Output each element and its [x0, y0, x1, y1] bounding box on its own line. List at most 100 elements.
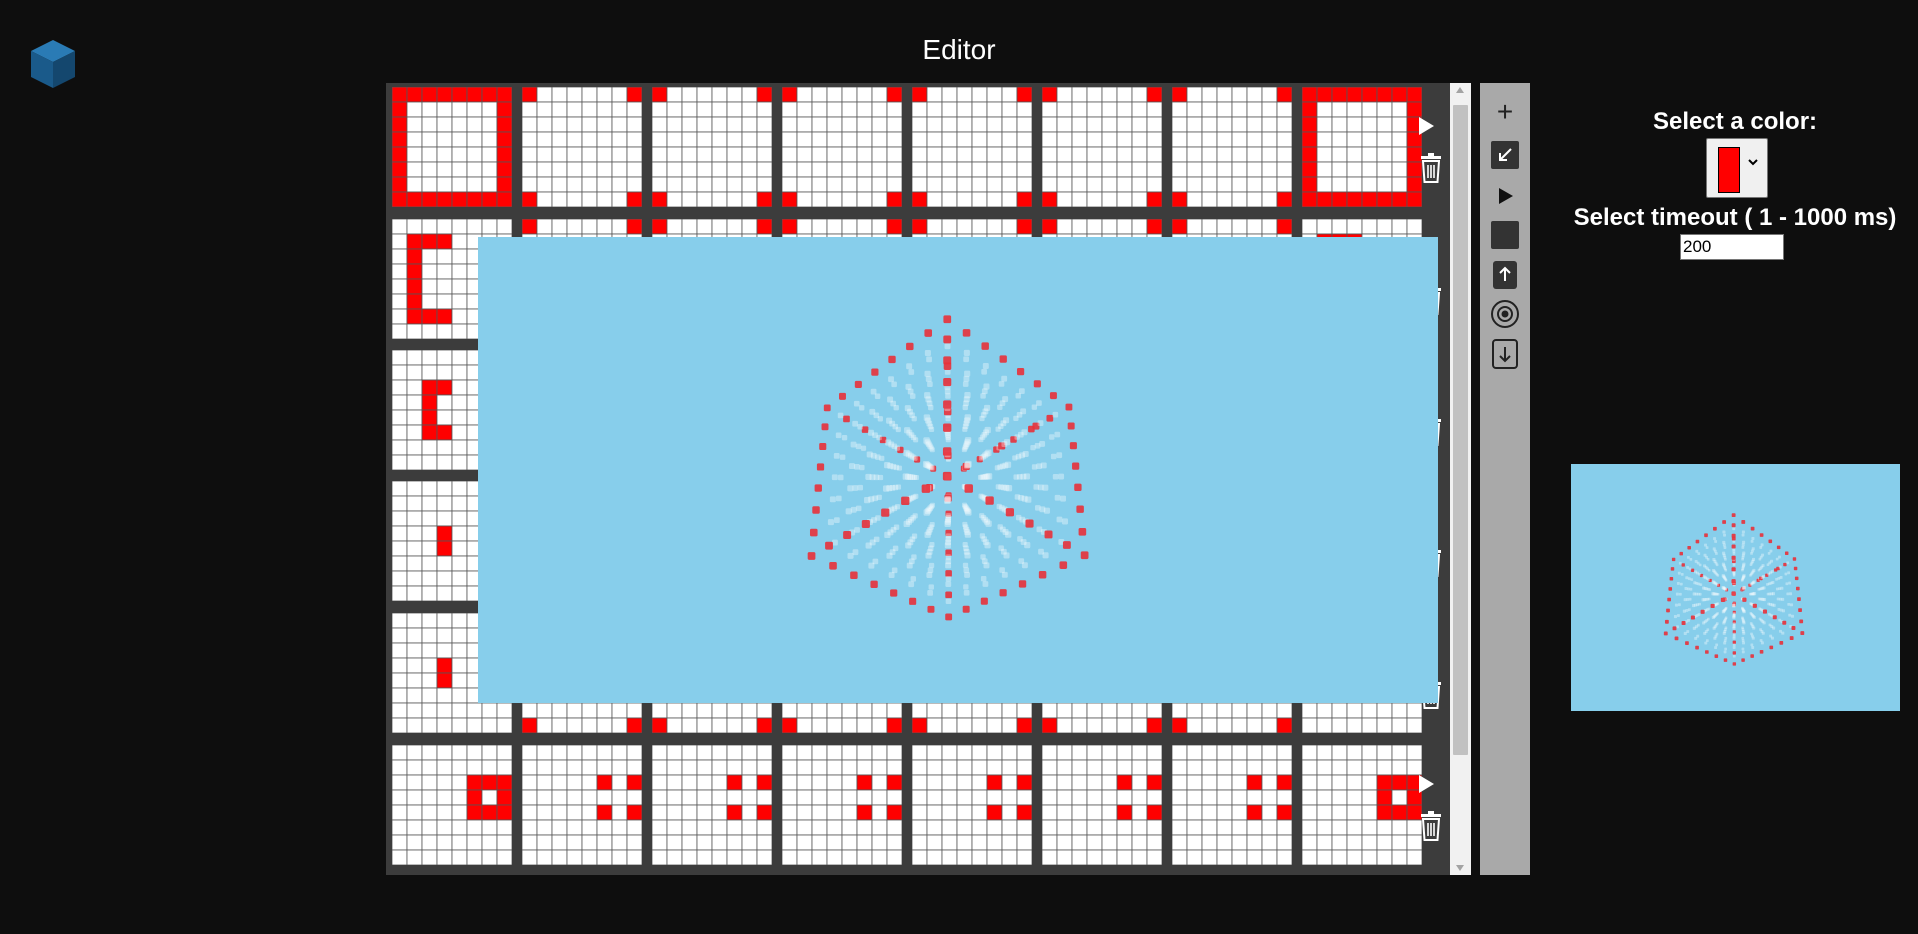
led-cell[interactable] — [886, 219, 902, 235]
led-cell[interactable] — [1261, 717, 1278, 733]
led-cell[interactable] — [696, 161, 713, 178]
led-cell[interactable] — [1086, 702, 1103, 719]
led-cell[interactable] — [1131, 774, 1148, 791]
led-cell[interactable] — [826, 717, 843, 733]
led-cell[interactable] — [756, 804, 772, 821]
led-cell[interactable] — [1316, 759, 1333, 776]
led-cell[interactable] — [1172, 219, 1188, 235]
led-cell[interactable] — [1016, 745, 1032, 761]
led-cell[interactable] — [886, 717, 902, 733]
led-cell[interactable] — [1056, 219, 1073, 235]
led-cell[interactable] — [782, 804, 798, 821]
led-cell[interactable] — [421, 146, 438, 163]
led-cell[interactable] — [1406, 717, 1422, 733]
led-cell[interactable] — [811, 745, 828, 761]
led-cell[interactable] — [1376, 176, 1393, 193]
led-cell[interactable] — [856, 849, 873, 865]
led-cell[interactable] — [1376, 116, 1393, 133]
led-cell[interactable] — [406, 116, 423, 133]
led-cell[interactable] — [1146, 219, 1162, 235]
led-cell[interactable] — [971, 717, 988, 733]
led-cell[interactable] — [1071, 759, 1088, 776]
led-cell[interactable] — [756, 717, 772, 733]
led-cell[interactable] — [451, 219, 468, 235]
led-cell[interactable] — [421, 278, 438, 295]
led-cell[interactable] — [1172, 702, 1188, 719]
led-cell[interactable] — [421, 87, 438, 103]
led-cell[interactable] — [1042, 101, 1058, 118]
led-cell[interactable] — [1186, 702, 1203, 719]
led-cell[interactable] — [436, 481, 453, 497]
led-cell[interactable] — [1261, 849, 1278, 865]
led-cell[interactable] — [566, 161, 583, 178]
led-cell[interactable] — [1071, 789, 1088, 806]
led-cell[interactable] — [681, 191, 698, 207]
led-cell[interactable] — [1146, 191, 1162, 207]
led-cell[interactable] — [406, 849, 423, 865]
led-cell[interactable] — [926, 759, 943, 776]
frame-grid[interactable] — [392, 745, 512, 865]
led-cell[interactable] — [1101, 131, 1118, 148]
led-cell[interactable] — [841, 702, 858, 719]
led-cell[interactable] — [1216, 131, 1233, 148]
led-cell[interactable] — [986, 191, 1003, 207]
led-cell[interactable] — [522, 131, 538, 148]
led-cell[interactable] — [1172, 101, 1188, 118]
led-cell[interactable] — [496, 759, 512, 776]
led-cell[interactable] — [551, 191, 568, 207]
led-cell[interactable] — [566, 717, 583, 733]
led-cell[interactable] — [912, 87, 928, 103]
led-cell[interactable] — [741, 146, 758, 163]
led-cell[interactable] — [1042, 834, 1058, 851]
led-cell[interactable] — [1201, 702, 1218, 719]
led-cell[interactable] — [926, 161, 943, 178]
led-cell[interactable] — [566, 87, 583, 103]
led-cell[interactable] — [406, 233, 423, 250]
led-cell[interactable] — [451, 804, 468, 821]
led-cell[interactable] — [1261, 759, 1278, 776]
led-cell[interactable] — [1376, 774, 1393, 791]
led-cell[interactable] — [421, 804, 438, 821]
led-cell[interactable] — [956, 834, 973, 851]
led-cell[interactable] — [1316, 116, 1333, 133]
led-cell[interactable] — [1246, 849, 1263, 865]
led-cell[interactable] — [596, 191, 613, 207]
led-cell[interactable] — [451, 87, 468, 103]
led-cell[interactable] — [1071, 834, 1088, 851]
led-cell[interactable] — [481, 161, 498, 178]
led-cell[interactable] — [1131, 146, 1148, 163]
led-cell[interactable] — [1101, 819, 1118, 836]
led-cell[interactable] — [741, 702, 758, 719]
led-cell[interactable] — [1186, 745, 1203, 761]
led-cell[interactable] — [681, 702, 698, 719]
led-cell[interactable] — [1331, 774, 1348, 791]
led-cell[interactable] — [1331, 176, 1348, 193]
led-cell[interactable] — [681, 219, 698, 235]
led-cell[interactable] — [1276, 849, 1292, 865]
led-cell[interactable] — [481, 819, 498, 836]
led-cell[interactable] — [406, 613, 423, 629]
led-cell[interactable] — [782, 759, 798, 776]
led-cell[interactable] — [1231, 219, 1248, 235]
led-cell[interactable] — [481, 702, 498, 719]
led-cell[interactable] — [856, 116, 873, 133]
led-cell[interactable] — [1001, 146, 1018, 163]
led-cell[interactable] — [1086, 131, 1103, 148]
led-cell[interactable] — [1361, 146, 1378, 163]
led-cell[interactable] — [926, 176, 943, 193]
led-cell[interactable] — [726, 161, 743, 178]
stop-button[interactable] — [1490, 220, 1520, 250]
led-cell[interactable] — [1172, 717, 1188, 733]
led-cell[interactable] — [1316, 834, 1333, 851]
led-cell[interactable] — [1016, 819, 1032, 836]
led-cell[interactable] — [551, 176, 568, 193]
led-cell[interactable] — [436, 176, 453, 193]
led-cell[interactable] — [1276, 146, 1292, 163]
led-cell[interactable] — [1131, 849, 1148, 865]
led-cell[interactable] — [1101, 745, 1118, 761]
led-cell[interactable] — [666, 745, 683, 761]
led-cell[interactable] — [886, 834, 902, 851]
led-cell[interactable] — [392, 454, 408, 470]
led-cell[interactable] — [856, 146, 873, 163]
led-cell[interactable] — [926, 834, 943, 851]
